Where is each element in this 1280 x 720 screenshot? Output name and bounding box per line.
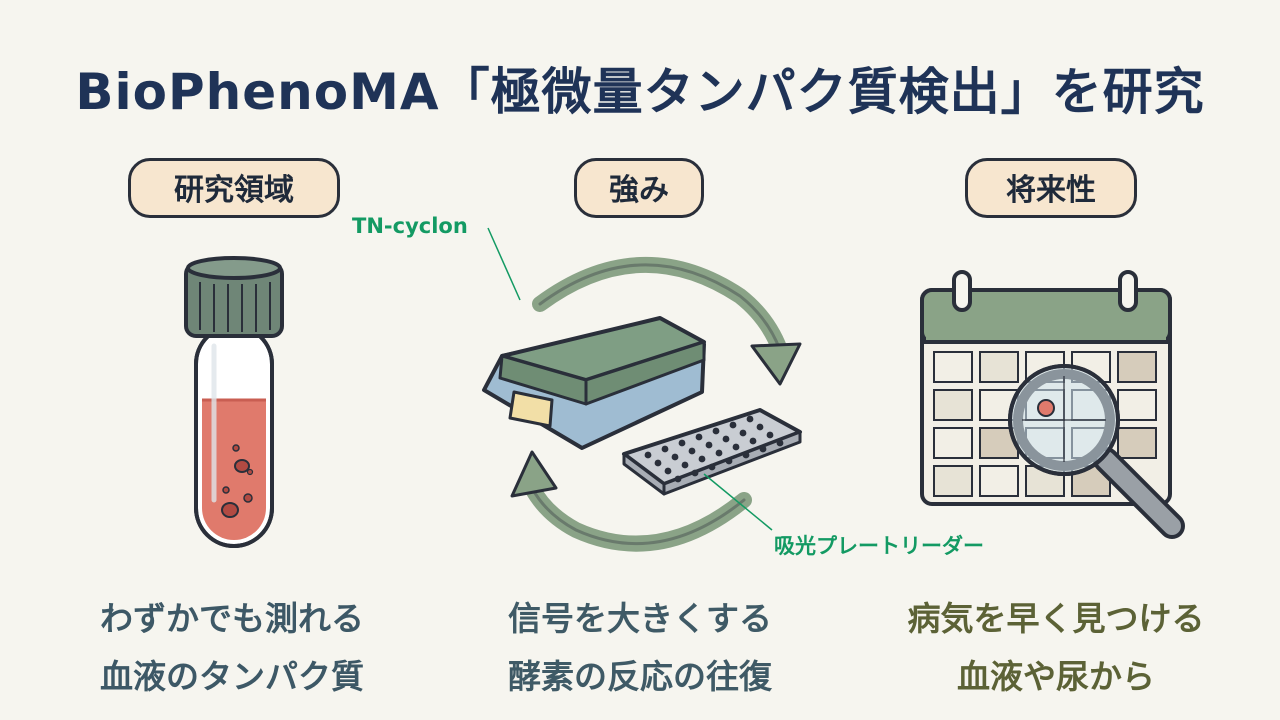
page-title: BioPhenoMA「極微量タンパク質検出」を研究 [75, 63, 1205, 121]
caption-line: わずかでも測れる [100, 599, 364, 638]
caption-line: 酵素の反応の往復 [508, 657, 772, 696]
test-tube-icon [184, 256, 284, 548]
calendar-magnifier-icon [920, 270, 1185, 539]
caption-line: 信号を大きくする [508, 599, 772, 638]
caption-line: 血液のタンパク質 [100, 657, 364, 696]
caption-strength: 信号を大きくする 酵素の反応の往復 [440, 590, 840, 706]
heading-future: 将来性 [965, 158, 1137, 218]
caption-line: 病気を早く見つける [907, 599, 1205, 638]
heading-research-area: 研究領域 [128, 158, 340, 218]
annotation-tn-cyclon: TN-cyclon [352, 214, 468, 238]
heading-strength: 強み [574, 158, 704, 218]
annotation-plate-reader: 吸光プレートリーダー [774, 534, 984, 558]
caption-research-area: わずかでも測れる 血液のタンパク質 [32, 590, 432, 706]
plate-reader-cycle-icon [482, 227, 802, 552]
caption-line: 血液や尿から [957, 657, 1155, 696]
caption-future: 病気を早く見つける 血液や尿から [856, 590, 1256, 706]
